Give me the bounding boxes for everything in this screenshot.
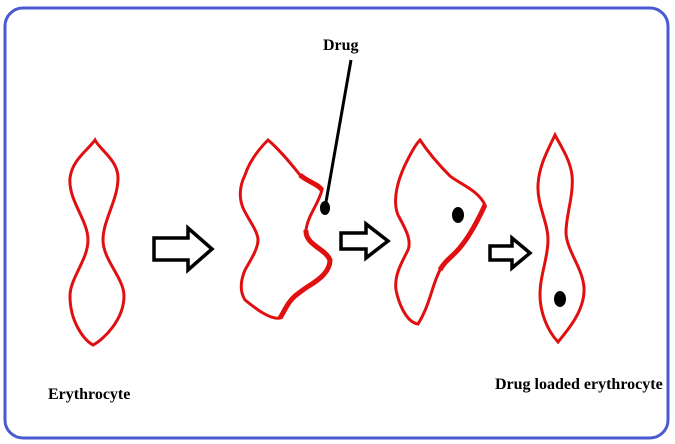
diagram-frame (5, 8, 668, 438)
drug-particle (320, 201, 330, 215)
drug-label: Drug (323, 37, 359, 54)
erythrocyte-label: Erythrocyte (48, 386, 130, 403)
drug-particle (452, 207, 464, 223)
drug-loaded-erythrocyte-label: Drug loaded erythrocyte (495, 376, 663, 393)
drug-particle (554, 291, 566, 307)
